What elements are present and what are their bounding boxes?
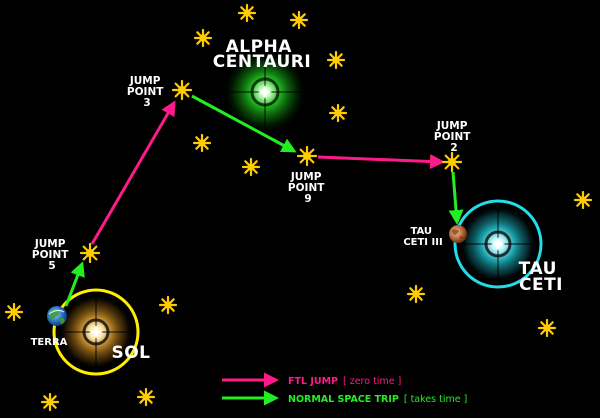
jump-point-5-label: JUMP POINT 5 [32,238,72,272]
legend-ftl-label: FTL JUMP[ zero time ] [288,376,401,387]
route-arrows [64,94,464,307]
mars-like-planet-icon [449,225,467,243]
tau-ceti-label: TAU CETI [519,259,564,295]
earth-icon [47,306,67,326]
background-star [136,387,156,407]
ftl-arrow-jp9-to-jp2 [317,154,445,170]
background-star [193,28,213,48]
jump-point-9-icon [296,145,318,167]
background-star [289,10,309,30]
background-star [573,190,593,210]
background-star [406,284,426,304]
normal-arrow-jp3-to-jp9 [191,94,297,153]
alpha-centauri-star [223,50,307,134]
tau-ceti-iii-label: TAU CETI III [403,226,442,248]
background-star [326,50,346,70]
normal-arrow-terra-to-jp5 [64,261,85,307]
background-star [241,157,261,177]
background-star [40,392,60,412]
jump-point-3-label: JUMP POINT 3 [127,75,167,109]
jump-point-2-label: JUMP POINT 2 [434,120,474,154]
terra-label: TERRA [31,337,68,348]
background-star [537,318,557,338]
background-star [237,3,257,23]
background-star [192,133,212,153]
alpha-centauri-label: ALPHA CENTAURI [213,37,311,72]
sol-label: SOL [111,343,150,363]
jump-point-2-icon [441,151,463,173]
jump-point-3-icon [171,79,193,101]
jump-point-icons [79,79,463,264]
ftl-arrow-jp5-to-jp3 [90,100,176,245]
normal-arrow-jp2-to-tau-ceti-iii [448,171,464,225]
jump-point-5-icon [79,242,101,264]
legend: FTL JUMP[ zero time ] NORMAL SPACE TRIP[… [222,372,467,406]
background-star [4,302,24,322]
background-star [158,295,178,315]
background-star [328,103,348,123]
jump-point-9-label: JUMP POINT 9 [288,171,328,205]
background-stars [4,3,593,412]
tau-ceti-star [453,199,543,289]
legend-normal-label: NORMAL SPACE TRIP[ takes time ] [288,394,467,405]
sol-star [52,288,140,376]
